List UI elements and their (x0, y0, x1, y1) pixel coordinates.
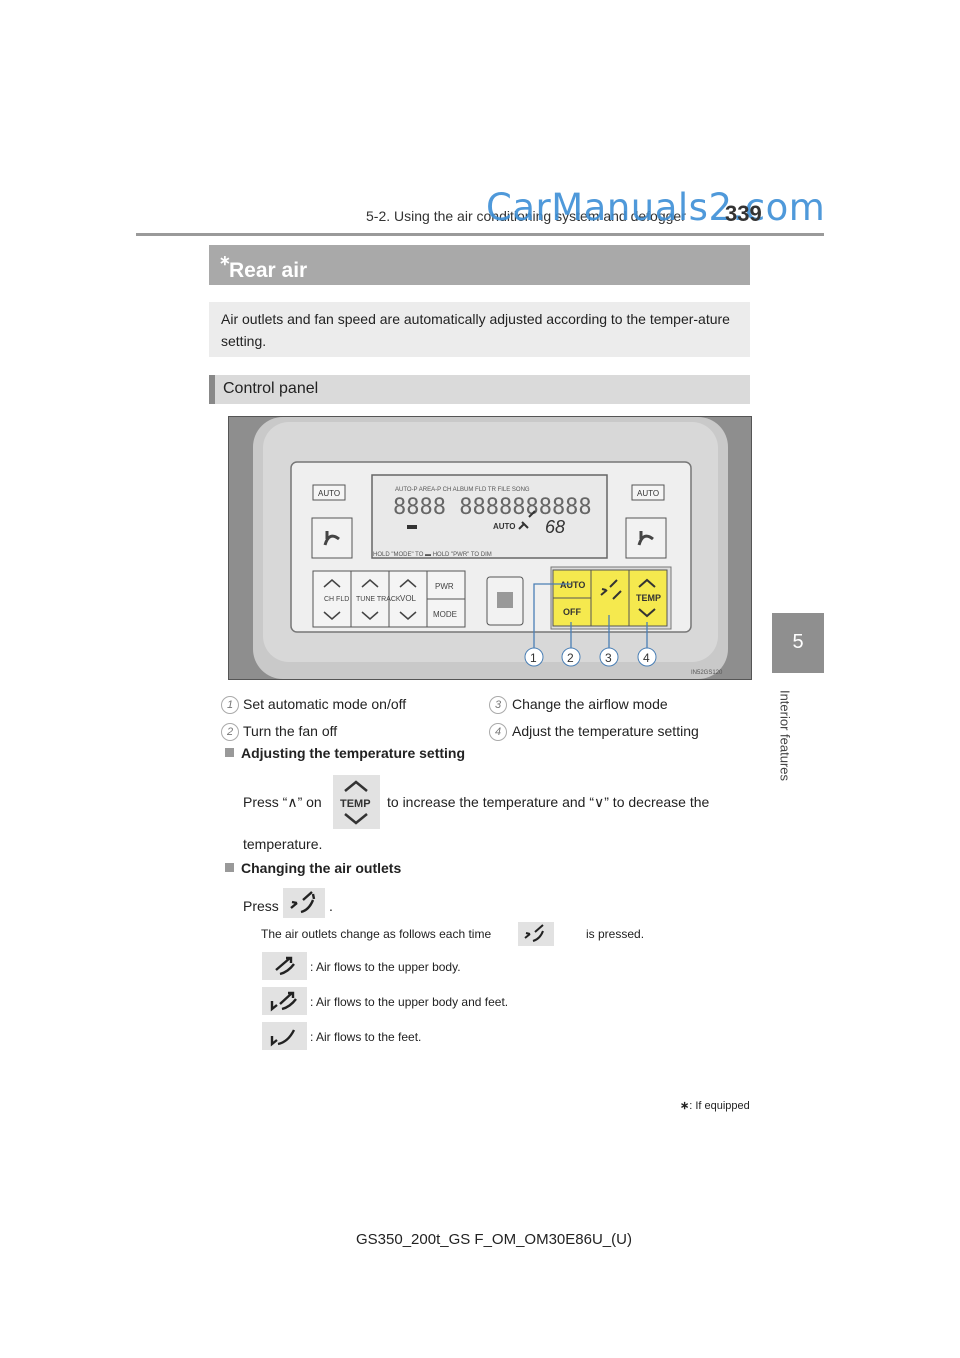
section-title-bar: Rear air conditioning system∗ (209, 245, 750, 330)
callout-1: 1 (530, 651, 537, 665)
airflow-feet-icon (262, 1022, 307, 1050)
header-section-title: 5-2. Using the air conditioning system a… (366, 208, 686, 224)
seat-auto-right-label: AUTO (637, 489, 659, 498)
mode-label: MODE (433, 610, 457, 619)
subsection-bar: Control panel (209, 375, 750, 404)
display-hint: HOLD "MODE" TO ▬ HOLD "PWR" TO DIM (373, 552, 492, 558)
callout-4: 4 (643, 651, 650, 665)
title-footnote-mark: ∗ (219, 252, 231, 268)
mode-text-2: : Air flows to the upper body and feet. (310, 995, 509, 1009)
outlets-heading: Changing the air outlets (225, 860, 401, 876)
mode-text-1: : Air flows to the upper body. (310, 960, 461, 974)
tune-track-label: TUNE TRACK (356, 596, 401, 603)
off-button-label: OFF (563, 607, 581, 617)
display-digits: 8888 8888888888 (393, 495, 592, 520)
vol-label: VOL (400, 594, 417, 603)
footnote: ∗: If equipped (680, 1099, 750, 1112)
airflow-upper-feet-icon (262, 987, 307, 1015)
outlets-change-b: is pressed. (586, 927, 645, 941)
control-panel-illustration: AUTO-P AREA-P CH ALBUM FLD TR FILE SONG … (229, 417, 751, 679)
outlets-change-a: The air outlets change as follows each t… (261, 927, 492, 941)
caption-num-3: 3 (489, 696, 507, 714)
airflow-button-icon (283, 888, 325, 918)
caption-num-1: 1 (221, 696, 239, 714)
temp-icon: TEMP (333, 775, 380, 829)
bullet-square (225, 748, 234, 757)
watermark: CarManuals2.com (486, 186, 826, 229)
pwr-label: PWR (435, 582, 454, 591)
page-number: 339 (725, 201, 762, 226)
airflow-button-icon-inline (518, 922, 554, 946)
display-indicators: AUTO-P AREA-P CH ALBUM FLD TR FILE SONG (395, 487, 530, 493)
chapter-tab: 5 (772, 613, 824, 673)
temp-button-label: TEMP (636, 593, 661, 603)
chapter-number: 5 (792, 631, 804, 653)
intro-text: Air outlets and fan speed are automatica… (221, 311, 730, 349)
ch-fld-label: CH FLD (324, 596, 349, 603)
subsection-title: Control panel (223, 380, 319, 397)
temp-text-a: Press “∧” on (243, 794, 322, 810)
subsection-marker (209, 375, 215, 404)
seat-auto-left-label: AUTO (318, 489, 340, 498)
control-panel-figure: AUTO-P AREA-P CH ALBUM FLD TR FILE SONG … (228, 416, 752, 680)
display-temperature: 68 (545, 517, 565, 537)
document-code: GS350_200t_GS F_OM_OM30E86U_(U) (356, 1231, 632, 1248)
callout-2: 2 (567, 651, 574, 665)
intro-box: Air outlets and fan speed are automatica… (209, 302, 750, 357)
auto-button-label: AUTO (560, 580, 585, 590)
temp-text-b: to increase the temperature and “∨” to d… (387, 794, 710, 810)
airflow-upper-icon (262, 952, 307, 980)
section-title: Rear air conditioning system∗ (219, 252, 355, 330)
callout-3: 3 (605, 651, 612, 665)
caption-num-2: 2 (221, 723, 239, 741)
caption-4: Adjust the temperature setting (512, 723, 699, 739)
outlets-period: . (329, 898, 333, 914)
footnote-mark: ∗ (680, 1100, 690, 1112)
chapter-label: Interior features (777, 689, 793, 782)
bullet-square (225, 863, 234, 872)
outlets-press: Press (243, 898, 279, 914)
caption-2: Turn the fan off (243, 723, 338, 739)
caption-num-4: 4 (489, 723, 507, 741)
temp-icon-label: TEMP (340, 798, 371, 810)
mode-text-3: : Air flows to the feet. (310, 1030, 422, 1044)
caption-3: Change the airflow mode (512, 696, 668, 712)
caption-1: Set automatic mode on/off (243, 696, 407, 712)
header-rule (136, 233, 824, 236)
footnote-text: : If equipped (689, 1100, 750, 1112)
display-auto: AUTO (493, 522, 516, 531)
temp-text-c: temperature. (243, 836, 323, 852)
figure-code: IN52GS120 (691, 670, 723, 676)
temp-heading: Adjusting the temperature setting (225, 745, 465, 761)
